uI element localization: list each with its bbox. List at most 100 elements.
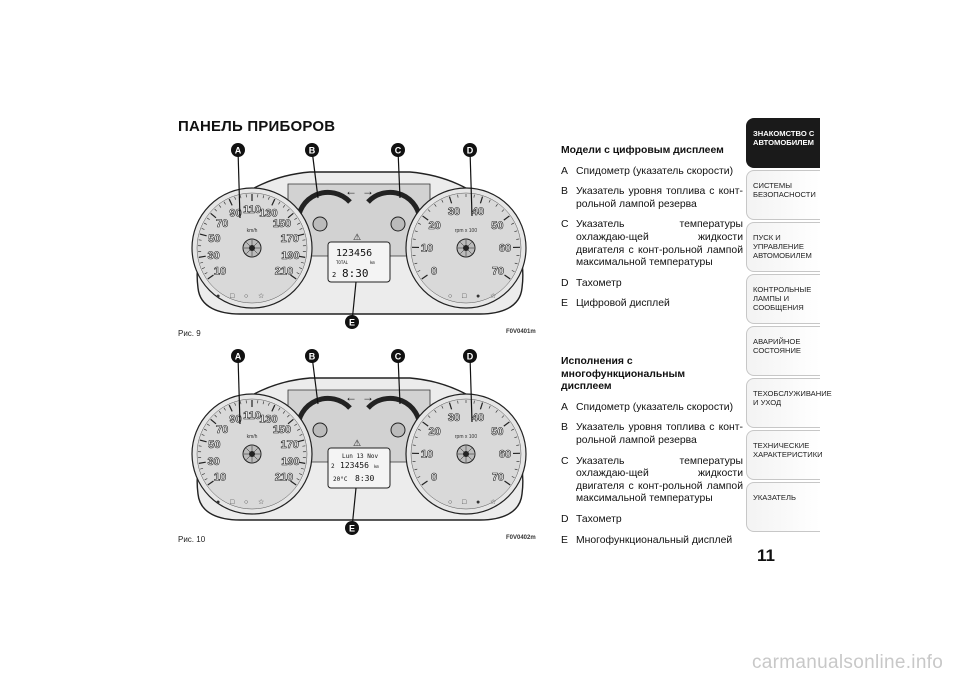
legend-text: Тахометр	[576, 513, 622, 525]
indicator-icon: □	[462, 293, 467, 300]
display-screen	[327, 447, 391, 489]
gauge-tick-label: 170	[280, 439, 298, 451]
gauge-tick-label: 0	[431, 265, 437, 277]
rpm-unit-label: rpm x 100	[455, 434, 477, 440]
indicator-icon: ●	[476, 499, 480, 506]
gauge-tick-label: 10	[421, 243, 433, 255]
clock-value: 8:30	[355, 474, 374, 483]
indicator-icon: ○	[448, 293, 452, 300]
indicator-icon: ●	[216, 499, 220, 506]
figure-code: F0V0401m	[506, 329, 536, 335]
callout-marker	[463, 349, 477, 363]
gauge-tick-label: 0	[431, 471, 437, 483]
callout-letter: E	[349, 524, 355, 534]
callout-line	[237, 149, 241, 219]
chapter-tab[interactable]: КОНТРОЛЬНЫЕ ЛАМПЫ И СООБЩЕНИЯ	[746, 274, 820, 324]
turn-right-icon: →	[362, 390, 374, 404]
callout-letter: D	[467, 352, 474, 362]
chapter-tab[interactable]: СИСТЕМЫ БЕЗОПАСНОСТИ	[746, 170, 820, 220]
section-heading: Исполнения с многофункциональным дисплее…	[561, 356, 686, 393]
chapter-tab[interactable]: ПУСК И УПРАВЛЕНИЕ АВТОМОБИЛЕМ	[746, 222, 820, 272]
callout-marker	[231, 349, 245, 363]
chapter-tab[interactable]: ТЕХНИЧЕСКИЕ ХАРАКТЕРИСТИКИ	[746, 430, 823, 480]
legend-key: B	[561, 186, 568, 198]
gauge-tick-label: 10	[214, 471, 226, 483]
callout-letter: A	[235, 352, 242, 362]
gauge-tick-label: 50	[491, 426, 503, 438]
turn-right-icon: →	[362, 184, 374, 198]
chapter-tab[interactable]: АВАРИЙНОЕ СОСТОЯНИЕ	[746, 326, 820, 376]
legend-key: D	[561, 513, 569, 525]
watermark: carmanualsonline.info	[752, 652, 944, 673]
gauge-tick-label: 40	[472, 206, 484, 218]
callout-letter: B	[309, 146, 316, 156]
indicator-icon: ●	[216, 293, 220, 300]
gauge-tick-label: 170	[280, 233, 298, 245]
callout-letter: D	[467, 146, 474, 156]
callout-line	[311, 355, 319, 405]
callout-marker	[345, 315, 359, 329]
callout-line	[397, 149, 401, 199]
legend-item: B Указатель уровня топлива с конт-рольной…	[561, 186, 743, 211]
gauge-tick-label: 210	[275, 471, 293, 483]
gauge-tick-label: 150	[273, 424, 291, 436]
gauge-tick-label: 90	[229, 208, 241, 220]
legend-key: A	[561, 401, 568, 413]
legend-item: D Тахометр	[561, 514, 743, 527]
legend-key: C	[561, 219, 569, 231]
gauge-tick-label: 30	[448, 412, 460, 424]
section-heading: Модели с цифровым дисплеем	[561, 145, 724, 156]
chapter-tab[interactable]: УКАЗАТЕЛЬ	[746, 482, 820, 532]
callout-line	[397, 355, 401, 405]
turn-left-icon: ←	[345, 184, 357, 198]
callout-letter: C	[395, 352, 402, 362]
callout-letter: E	[349, 318, 355, 328]
indicator-icon: □	[230, 499, 235, 506]
gauge-tick-label: 50	[491, 220, 503, 232]
gauge-tick-label: 10	[421, 449, 433, 461]
gauge-tick-label: 30	[207, 250, 219, 262]
gauge-tick-label: 70	[492, 265, 504, 277]
gear-indicator: 2	[331, 463, 335, 470]
legend-text: Указатель уровня топлива с конт-рольной …	[576, 186, 743, 210]
gauge-tick-label: 60	[499, 243, 511, 255]
chapter-tab[interactable]: ЗНАКОМСТВО С АВТОМОБИЛЕМ	[746, 118, 820, 168]
legend-key: B	[561, 422, 568, 434]
callout-line	[469, 149, 473, 217]
indicator-icon: ☆	[490, 292, 496, 300]
callout-line	[237, 355, 241, 425]
indicator-icon: ☆	[490, 498, 496, 506]
callout-letter: A	[235, 146, 242, 156]
chapter-tab[interactable]: ТЕХОБСЛУЖИВАНИЕ И УХОД	[746, 378, 832, 428]
gauge-tick-label: 110	[243, 204, 261, 216]
gauge-tick-label: 30	[207, 456, 219, 468]
gear-indicator: 2	[332, 271, 336, 279]
legend-text: Спидометр (указатель скорости)	[576, 401, 734, 413]
rpm-unit-label: rpm x 100	[455, 228, 477, 234]
indicator-icon: □	[230, 293, 235, 300]
gauge-tick-label: 30	[448, 206, 460, 218]
legend-text: Многофункциональный дисплей	[576, 534, 733, 546]
figure-caption: Рис. 9	[178, 329, 201, 338]
indicator-icon: ●	[476, 293, 480, 300]
legend-item: A Спидометр (указатель скорости)	[561, 402, 743, 415]
section-multifunction-display: Исполнения с многофункциональным дисплее…	[561, 356, 743, 555]
gauge-tick-label: 210	[275, 265, 293, 277]
callout-marker	[231, 143, 245, 157]
legend-key: E	[561, 298, 568, 310]
clock-value: 8:30	[342, 267, 369, 280]
total-label: TOTAL	[336, 260, 349, 265]
odometer-value: 123456	[340, 461, 369, 470]
callout-marker	[345, 521, 359, 535]
gauge-tick-label: 10	[214, 265, 226, 277]
callout-letter: B	[309, 352, 316, 362]
odometer-value: 123456	[336, 248, 372, 259]
